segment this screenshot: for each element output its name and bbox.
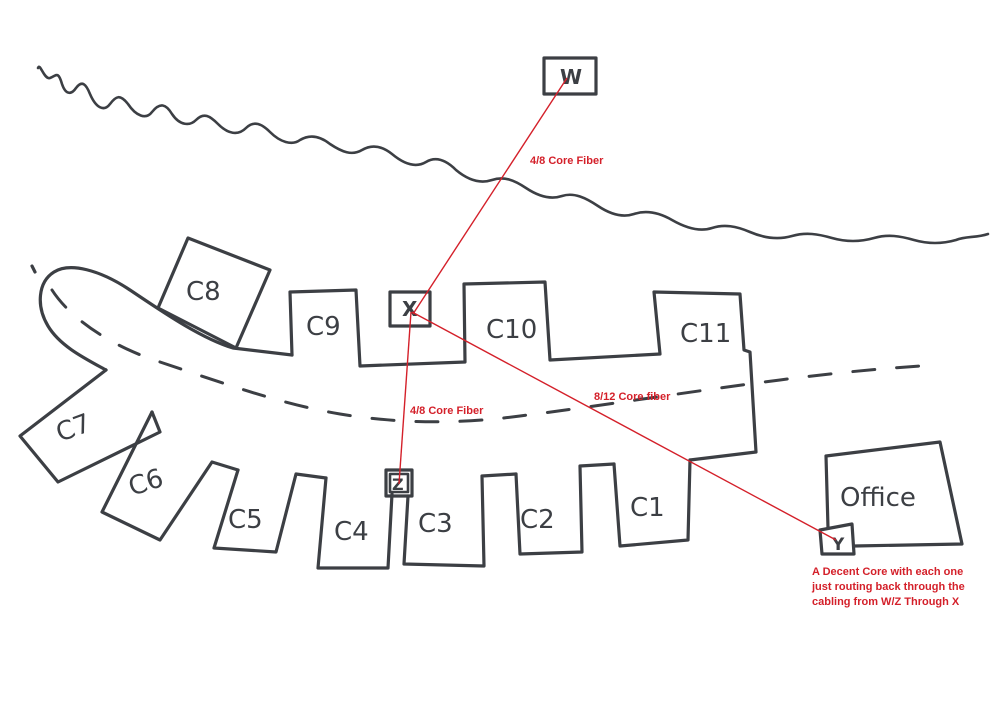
fiber-label-x-z: 4/8 Core Fiber [410,405,484,417]
label-z: Z [392,475,404,494]
label-c1: C1 [630,493,665,523]
label-y: Y [831,535,845,555]
label-x: X [402,297,418,321]
label-w: W [560,65,582,89]
label-c11: C11 [680,319,731,349]
fiber-link-x-z [398,311,412,485]
building-c3: C3 [402,472,518,568]
core-note-line-2: just routing back through the [812,581,965,593]
core-note: A Decent Core with each one just routing… [812,565,998,610]
building-c2: C2 [514,462,616,556]
fiber-label-w-x: 4/8 Core Fiber [530,155,604,167]
road-centerline [50,288,922,424]
node-w: W [542,56,598,96]
node-y: Y [818,522,856,556]
label-c10: C10 [486,315,537,345]
label-c5: C5 [228,505,263,535]
label-c9: C9 [306,312,341,342]
building-c7: C7 [18,368,162,484]
label-c7: C7 [52,409,95,449]
label-office: Office [840,483,916,513]
fiber-link-w-x [412,77,568,315]
core-note-line-3: cabling from W/Z Through X [812,596,960,608]
shoreline [36,65,990,245]
fiber-label-x-y: 8/12 Core fiber [594,391,671,403]
label-c4: C4 [334,517,369,547]
building-c6: C6 [100,410,240,542]
northern-block [288,280,758,462]
building-c8: C8 [156,236,272,350]
label-c2: C2 [520,505,555,535]
building-c5: C5 [212,468,328,554]
building-office: Office [824,440,964,548]
building-c4: C4 [316,476,394,570]
label-c8: C8 [186,277,221,307]
building-c1: C1 [612,458,692,548]
road-outline [30,264,294,372]
core-note-line-1: A Decent Core with each one [812,566,964,578]
label-c3: C3 [418,509,453,539]
label-c6: C6 [125,463,167,502]
fiber-link-x-y [411,311,837,541]
